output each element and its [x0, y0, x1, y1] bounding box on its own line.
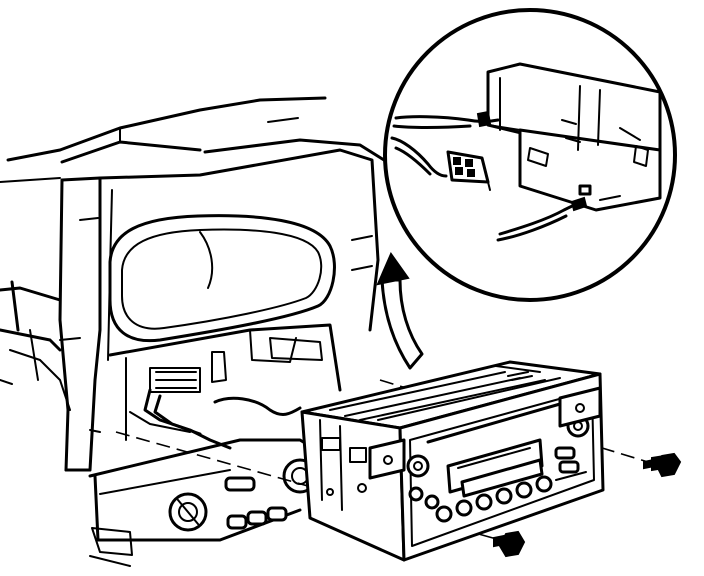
- cassette-slot: [460, 458, 544, 498]
- climate-control-panel: [88, 438, 322, 567]
- volume-knob: [406, 454, 430, 478]
- screw-icon: [643, 452, 682, 478]
- preset-button: [535, 475, 553, 493]
- left-dash-panel: [0, 280, 71, 411]
- preset-button: [455, 499, 473, 517]
- climate-button: [246, 510, 268, 526]
- preset-button: [495, 487, 513, 505]
- wiring-connector: [149, 367, 201, 393]
- cluster-opening: [108, 214, 336, 343]
- instrument-panel-bezel: [58, 148, 380, 472]
- climate-button: [226, 514, 248, 530]
- curved-arrow-icon: [376, 251, 424, 370]
- screw-icon: [493, 530, 526, 558]
- climate-button: [266, 506, 288, 522]
- detail-magnifier-circle: [383, 8, 677, 302]
- preset-button: [435, 505, 453, 523]
- preset-button: [515, 481, 533, 499]
- radio-cavity: [108, 323, 342, 450]
- climate-button: [224, 476, 256, 492]
- radio-unit-icon: [300, 360, 605, 562]
- dashboard-top: [0, 96, 402, 183]
- preset-button: [475, 493, 493, 511]
